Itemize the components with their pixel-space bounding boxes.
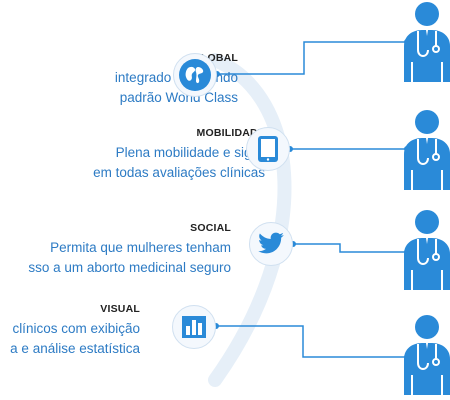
feature-description-line: em todas avaliações clínicas	[93, 165, 265, 180]
doctor-icon	[404, 2, 450, 82]
feature-description-line: padrão World Class	[119, 90, 238, 105]
connector-line-social	[290, 241, 410, 255]
feature-mobilidade: MOBILIDADE Plena mobilidade e sigilo em …	[93, 127, 265, 183]
connector-line-mobilidade	[287, 146, 410, 152]
tablet-icon-circle	[246, 127, 290, 171]
feature-description-line: sso a um aborto medicinal seguro	[28, 260, 231, 275]
feature-visual: VISUAL clínicos com exibição a e análise…	[10, 303, 140, 359]
feature-description-line: Plena mobilidade e sigilo	[115, 145, 265, 160]
background-arc	[208, 53, 292, 387]
feature-title: SOCIAL	[190, 222, 231, 234]
globe-icon	[179, 59, 211, 91]
feature-description-line: a e análise estatística	[10, 341, 140, 356]
twitter-bird-icon	[258, 232, 284, 254]
feature-description-line: Permita que mulheres tenham	[50, 240, 231, 255]
doctor-icon	[404, 110, 450, 190]
feature-title: MOBILIDADE	[196, 127, 265, 139]
bar-chart-icon-circle	[172, 305, 216, 349]
feature-social: SOCIAL Permita que mulheres tenham sso a…	[28, 222, 231, 278]
twitter-bird-icon-circle	[249, 222, 293, 266]
tablet-icon	[258, 136, 278, 162]
doctor-icon	[404, 210, 450, 290]
feature-title: VISUAL	[100, 303, 140, 315]
bar-chart-icon	[182, 316, 206, 338]
doctor-icon	[404, 315, 450, 395]
feature-description-line: clínicos com exibição	[12, 321, 140, 336]
globe-icon-circle	[173, 53, 217, 97]
